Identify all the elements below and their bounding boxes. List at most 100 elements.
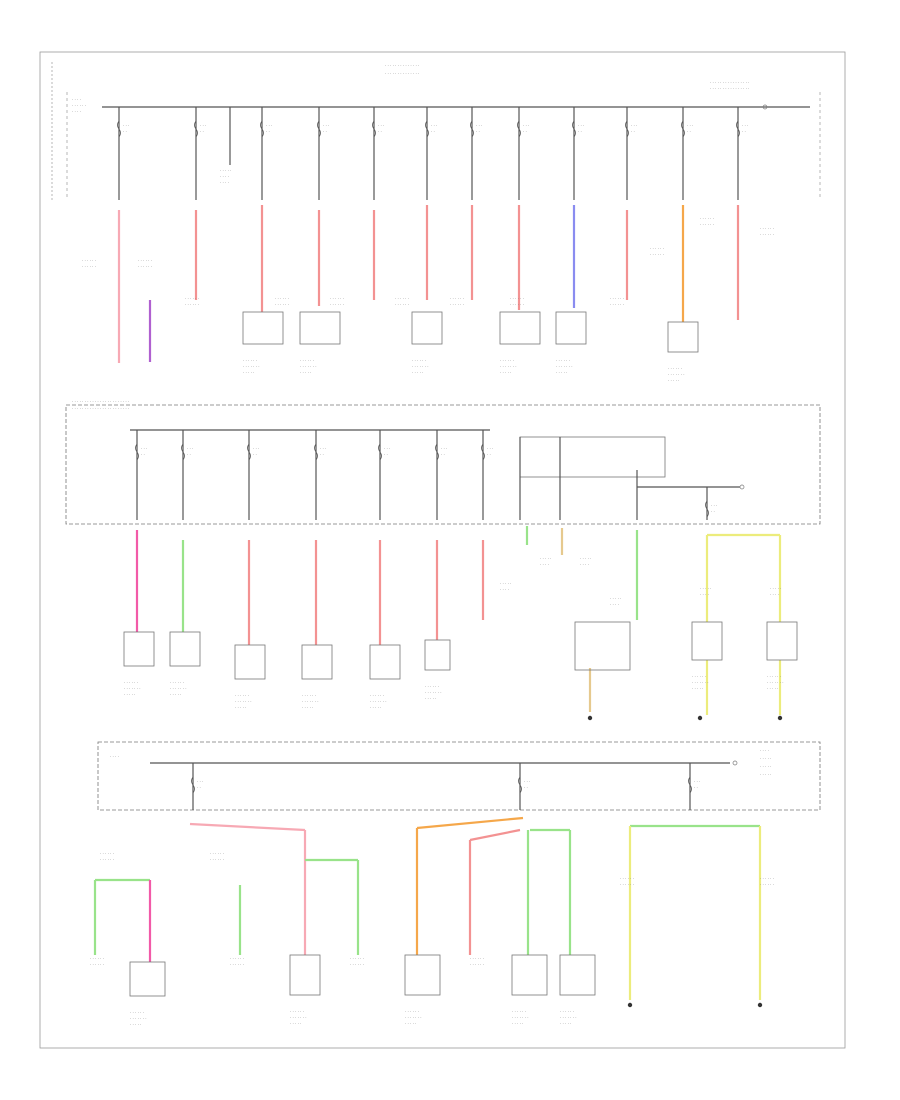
label-placeholder: · ·: [384, 452, 388, 457]
colored-wire: [469, 828, 521, 842]
label-placeholder: · · · · · ·: [405, 1009, 419, 1014]
relay-box: [574, 621, 631, 671]
label-placeholder: · · · · · · ·: [560, 1015, 577, 1020]
label-placeholder: · · · · · · ·: [130, 1016, 147, 1021]
svg-text:· · · · · · · · · · · · · · ·: · · · · · · · · · · · · · · · · · · · · …: [72, 406, 129, 411]
fuse-icon: [625, 120, 629, 138]
label-placeholder: · · · · · ·: [124, 680, 138, 685]
label-placeholder: · · ·: [200, 123, 206, 128]
label-placeholder: · · ·: [253, 446, 259, 451]
component-box: [424, 639, 451, 671]
component-box: [123, 631, 155, 667]
label-placeholder: · · · · · ·: [700, 222, 714, 227]
label-placeholder: · · · · · ·: [230, 956, 244, 961]
component-box: [511, 954, 548, 996]
label-placeholder: · · · · · ·: [302, 693, 316, 698]
label-placeholder: · ·: [687, 129, 691, 134]
label-placeholder: · · · ·: [220, 174, 229, 179]
label-placeholder: · · ·: [384, 446, 390, 451]
label-placeholder: · · · · · ·: [82, 258, 96, 263]
svg-text:· · · · · · · · · · · · · ·: · · · · · · · · · · · · · ·: [385, 63, 419, 68]
label-placeholder: · · · · · · ·: [556, 364, 573, 369]
label-placeholder: · · · · · · ·: [370, 699, 387, 704]
label-placeholder: · · · · · · ·: [692, 680, 709, 685]
component-box: [369, 644, 401, 680]
label-placeholder: · · · · · ·: [243, 358, 257, 363]
label-placeholder: · · · ·: [580, 562, 589, 567]
component-box: [499, 311, 541, 345]
svg-text:· · · · ·: · · · · ·: [760, 764, 771, 769]
top-components: · · · · · · · · · · · · · · · · · · · · …: [82, 216, 774, 383]
label-placeholder: · · · · ·: [425, 696, 436, 701]
label-placeholder: · ·: [266, 129, 270, 134]
middle-components: · · · · · · · · · · · · · · · · · · · · …: [123, 556, 798, 721]
label-placeholder: · · · · · ·: [450, 302, 464, 307]
component-box: [667, 321, 699, 353]
label-placeholder: · · ·: [694, 779, 700, 784]
label-placeholder: · · · · · ·: [760, 232, 774, 237]
label-placeholder: · ·: [578, 129, 582, 134]
label-placeholder: · · · · ·: [290, 1021, 301, 1026]
label-placeholder: · · · · ·: [220, 168, 231, 173]
label-placeholder: · ·: [631, 129, 635, 134]
label-placeholder: · · ·: [197, 779, 203, 784]
fuse-icon: [181, 443, 185, 461]
label-placeholder: · · · · · · ·: [235, 699, 252, 704]
label-placeholder: · · ·: [578, 123, 584, 128]
label-placeholder: · · · · ·: [610, 596, 621, 601]
label-placeholder: · ·: [200, 129, 204, 134]
label-placeholder: · · · · · ·: [560, 1009, 574, 1014]
svg-text:· · · · · · · · · · · · · ·: · · · · · · · · · · · · · ·: [385, 71, 419, 76]
component-box: [289, 954, 321, 996]
colored-wire: [189, 822, 306, 832]
label-placeholder: · · · ·: [700, 592, 709, 597]
label-placeholder: · · · · · ·: [620, 882, 634, 887]
label-placeholder: · ·: [141, 452, 145, 457]
label-placeholder: · · · · · ·: [350, 962, 364, 967]
label-placeholder: · · · · · ·: [138, 264, 152, 269]
label-placeholder: · · · · · ·: [275, 302, 289, 307]
component-box: [299, 311, 341, 345]
svg-text:· · · ·: · · · ·: [110, 754, 119, 759]
label-placeholder: · · · · · · ·: [290, 1015, 307, 1020]
label-placeholder: · · ·: [323, 123, 329, 128]
label-placeholder: · · ·: [742, 123, 748, 128]
bottom-components: · · · · · · · · · · · · · · · · · · · · …: [90, 851, 774, 1027]
fuse-icon: [317, 120, 321, 138]
label-placeholder: · ·: [378, 129, 382, 134]
label-placeholder: · · · · · ·: [290, 1009, 304, 1014]
label-placeholder: · · · · ·: [405, 1021, 416, 1026]
label-placeholder: · · · · · · ·: [668, 372, 685, 377]
label-placeholder: · · · · · ·: [210, 851, 224, 856]
component-box: [404, 954, 441, 996]
label-placeholder: · · · · · ·: [100, 851, 114, 856]
label-placeholder: · · · · ·: [700, 586, 711, 591]
label-placeholder: · ·: [487, 452, 491, 457]
bottom-colored-wires: [93, 816, 762, 1000]
svg-text:· · · ·: · · · ·: [72, 97, 81, 102]
label-placeholder: · · · · · ·: [650, 246, 664, 251]
fuse-icon: [470, 120, 474, 138]
label-placeholder: · · ·: [687, 123, 693, 128]
fuse-icon: [314, 443, 318, 461]
component-box: [129, 961, 166, 997]
middle-colored-wires: [135, 526, 782, 715]
label-placeholder: · · · · · ·: [330, 302, 344, 307]
label-placeholder: · · · · · ·: [130, 1010, 144, 1015]
fuse-icon: [425, 120, 429, 138]
svg-text:· · · · · ·: · · · · · ·: [72, 103, 86, 108]
label-placeholder: · · · · · · ·: [405, 1015, 422, 1020]
label-placeholder: · · · · ·: [124, 692, 135, 697]
bottom-fuse-box: · · · · · · · · · · · · · · · · · · · · …: [97, 741, 821, 811]
label-placeholder: · · · · ·: [235, 705, 246, 710]
label-placeholder: · ·: [431, 129, 435, 134]
label-placeholder: · · · · · ·: [330, 296, 344, 301]
label-placeholder: · · · · · ·: [500, 358, 514, 363]
label-placeholder: · · ·: [476, 123, 482, 128]
fuse-icon: [435, 443, 439, 461]
svg-text:· · · · ·: · · · · ·: [760, 756, 771, 761]
label-placeholder: · · · · · ·: [275, 296, 289, 301]
label-placeholder: · · · ·: [500, 587, 509, 592]
middle-fuse-box: · · · · · · · · · · · · · · · · · · · · …: [65, 399, 821, 525]
label-placeholder: · · · · · ·: [760, 882, 774, 887]
